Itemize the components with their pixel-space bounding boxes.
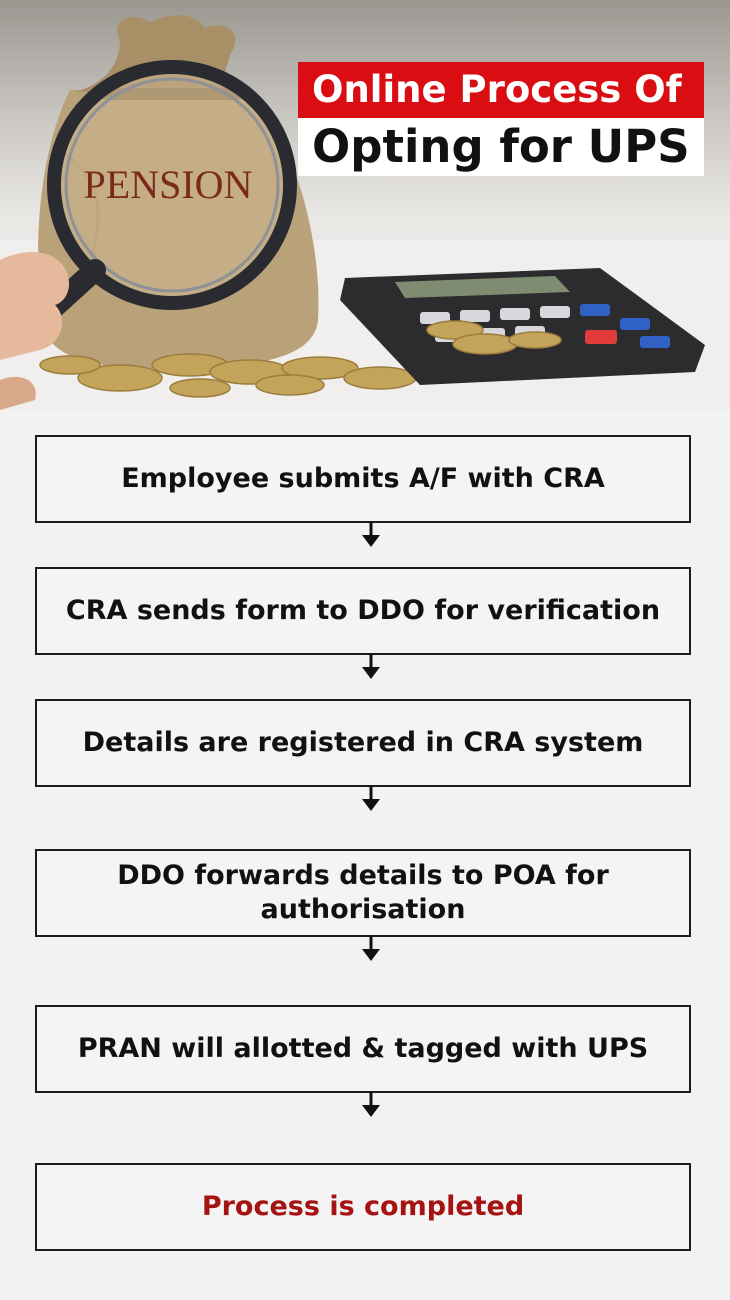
title-line-1: Online Process Of <box>298 62 704 118</box>
arrow-down-icon <box>362 522 380 547</box>
pension-illustration: PENSION <box>0 15 730 410</box>
title-block: Online Process Of Opting for UPS <box>298 62 704 176</box>
step-2-box: CRA sends form to DDO for verification <box>35 567 691 655</box>
coins-icon <box>39 353 417 398</box>
step-3-box: Details are registered in CRA system <box>35 699 691 787</box>
bag-label: PENSION <box>84 162 253 207</box>
magnifying-glass-icon: PENSION <box>29 60 297 331</box>
arrow-down-icon <box>362 786 380 811</box>
step-5-box: PRAN will allotted & tagged with UPS <box>35 1005 691 1093</box>
hero-image: PENSION <box>0 0 730 410</box>
arrow-down-icon <box>362 1092 380 1117</box>
step-1-box: Employee submits A/F with CRA <box>35 435 691 523</box>
step-6-box: Process is completed <box>35 1163 691 1251</box>
arrow-down-icon <box>362 654 380 679</box>
arrow-down-icon <box>362 936 380 961</box>
title-line-2: Opting for UPS <box>298 118 704 176</box>
step-4-box: DDO forwards details to POA for authoris… <box>35 849 691 937</box>
calculator-icon <box>340 268 705 385</box>
hand-icon <box>0 252 70 410</box>
